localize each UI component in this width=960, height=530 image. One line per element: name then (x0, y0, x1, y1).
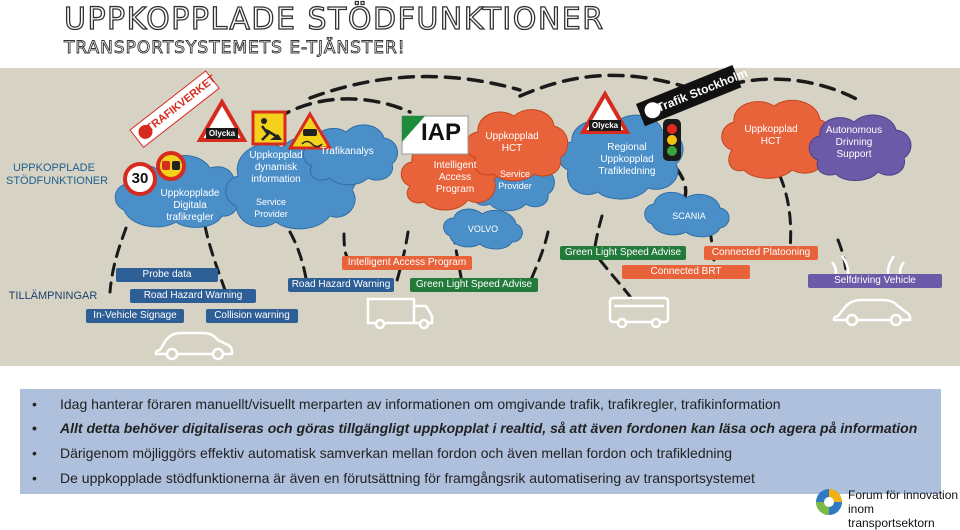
app-green-light-speed-advise-2: Green Light Speed Advise (560, 246, 686, 260)
car-icon (154, 331, 234, 361)
bullet-item: •Idag hanterar föraren manuellt/visuellt… (32, 396, 781, 412)
forum-logo-text: Forum för innovation inom transportsekto… (848, 488, 960, 530)
app-selfdriving-vehicle: Selfdriving Vehicle (808, 274, 942, 288)
iap-logo (401, 115, 469, 155)
speed-limit-value: 30 (131, 170, 149, 187)
row-label-tillampningar: TILLÄMPNINGAR (8, 290, 98, 302)
warning-triangle-icon (196, 98, 248, 142)
slippery-road-sign-icon (287, 111, 333, 150)
bullet-text: Därigenom möjliggörs effektiv automatisk… (60, 445, 733, 461)
bullet-item: •De uppkopplade stödfunktionerna är även… (32, 470, 755, 486)
app-intelligent-access-program: Intelligent Access Program (342, 256, 472, 270)
row-label-stodfunktioner: UPPKOPPLADE STÖDFUNKTIONER (6, 162, 109, 187)
cloud-scania (644, 191, 730, 238)
forum-logo-icon (816, 489, 842, 515)
cloud-label-trafikanalys: Trafikanalys (320, 146, 374, 157)
page-title: UPPKOPPLADE STÖDFUNKTIONER (63, 1, 605, 37)
forum-logo-line1: Forum för innovation (848, 488, 959, 502)
forum-logo-line2: inom transportsektorn (848, 502, 935, 530)
cloud-label-regional-trafikledning: Regional Uppkopplad Trafikledning (598, 142, 656, 177)
iap-logo-text: IAP (420, 119, 461, 146)
cloud-autonomous-support (808, 114, 912, 181)
selfdriving-car-icon (832, 298, 912, 327)
app-road-hazard-warning-1: Road Hazard Warning (130, 289, 256, 303)
cloud-label-digitala-trafikregler: Uppkopplade Digitala trafikregler (160, 188, 220, 223)
cloud-label-dynamisk-information: Uppkopplad dynamisk information (249, 150, 303, 185)
bullet-text: De uppkopplade stödfunktionerna är även … (60, 470, 755, 486)
app-collision-warning: Collision warning (206, 309, 298, 323)
olycka-label-1: Olycka (208, 129, 236, 138)
cloud-label-uppkopplad-hct-2: Uppkopplad HCT (744, 124, 798, 147)
bullet-text: Idag hanterar föraren manuellt/visuellt … (60, 396, 781, 412)
cloud-uppkopplad-hct-1 (465, 109, 569, 182)
trafikverket-logo (129, 70, 220, 149)
page-subtitle: TRANSPORTSYSTEMETS E-TJÄNSTER! (64, 38, 406, 59)
app-connected-platooning: Connected Platooning (704, 246, 818, 260)
truck-icon (366, 297, 434, 330)
cloud-label-service-provider-1: Service Provider (254, 197, 288, 219)
cloud-label-volvo: VOLVO (467, 224, 499, 234)
bus-icon (608, 296, 670, 329)
trafik-stockholm-logo (636, 65, 742, 127)
bullet-item: •Därigenom möjliggörs effektiv automatis… (32, 445, 733, 461)
no-overtaking-sign-icon (156, 151, 186, 181)
warning-triangle-icon-2 (579, 90, 631, 134)
roadwork-sign-icon (251, 110, 287, 146)
bullet-text: Allt detta behöver digitaliseras och gör… (60, 420, 918, 436)
olycka-label-2: Olycka (591, 121, 619, 130)
connector-lines (108, 65, 912, 361)
cloud-label-uppkopplad-hct-1: Uppkopplad HCT (485, 131, 539, 154)
app-probe-data: Probe data (116, 268, 218, 282)
speed-limit-sign-icon (123, 162, 157, 196)
app-road-hazard-warning-2: Road Hazard Warning (288, 278, 394, 292)
cloud-volvo (443, 208, 523, 250)
cloud-label-intelligent-access-program: Intelligent Access Program (433, 160, 477, 195)
cloud-label-autonomous-support: Autonomous Drivning Support (825, 125, 883, 160)
app-in-vehicle-signage: In-Vehicle Signage (86, 309, 184, 323)
cloud-label-scania: SCANIA (672, 211, 706, 221)
app-green-light-speed-advise-1: Green Light Speed Advise (410, 278, 538, 292)
traffic-light-icon (663, 119, 681, 161)
cloud-label-service-provider-2: Service Provider (498, 169, 532, 191)
app-connected-brt: Connected BRT (622, 265, 750, 279)
bullet-list: •Idag hanterar föraren manuellt/visuellt… (20, 389, 941, 494)
bullet-item: •Allt detta behöver digitaliseras och gö… (32, 420, 918, 436)
